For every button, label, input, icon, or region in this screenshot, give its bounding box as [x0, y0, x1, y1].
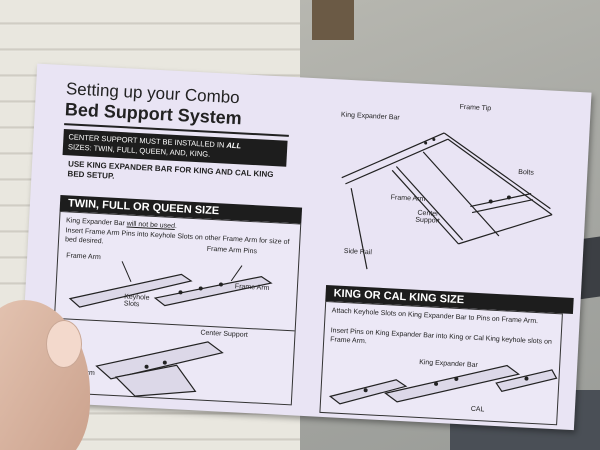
twin-label-frame-arm-pins: Frame Arm Pins — [206, 245, 258, 256]
center-support-diagram — [95, 341, 224, 397]
king-cal-king-box: Attach Keyhole Slots on King Expander Ba… — [319, 300, 563, 426]
label-side-rail: Side Rail — [343, 247, 373, 257]
twin-note-suffix: . — [174, 223, 178, 231]
twin-full-queen-box: King Expander Bar will not be used. Inse… — [50, 210, 302, 406]
bed-frame-overview-diagram — [341, 132, 553, 270]
label-center-support: Center Support — [415, 209, 441, 225]
king-label-cal: CAL — [470, 405, 485, 414]
twin-label-keyhole-slots: Keyhole Slots — [123, 293, 150, 309]
thumbnail — [46, 320, 82, 368]
king-expander-diagram — [328, 364, 558, 405]
notice-emphasis: ALL — [226, 140, 242, 151]
wood-post — [312, 0, 354, 40]
instruction-sheet: Setting up your Combo Bed Support System… — [19, 63, 592, 431]
twin-note-underlined: will not be used — [126, 220, 176, 231]
label-bolts: Bolts — [518, 168, 534, 177]
frame-arm-pins-diagram — [68, 261, 273, 308]
